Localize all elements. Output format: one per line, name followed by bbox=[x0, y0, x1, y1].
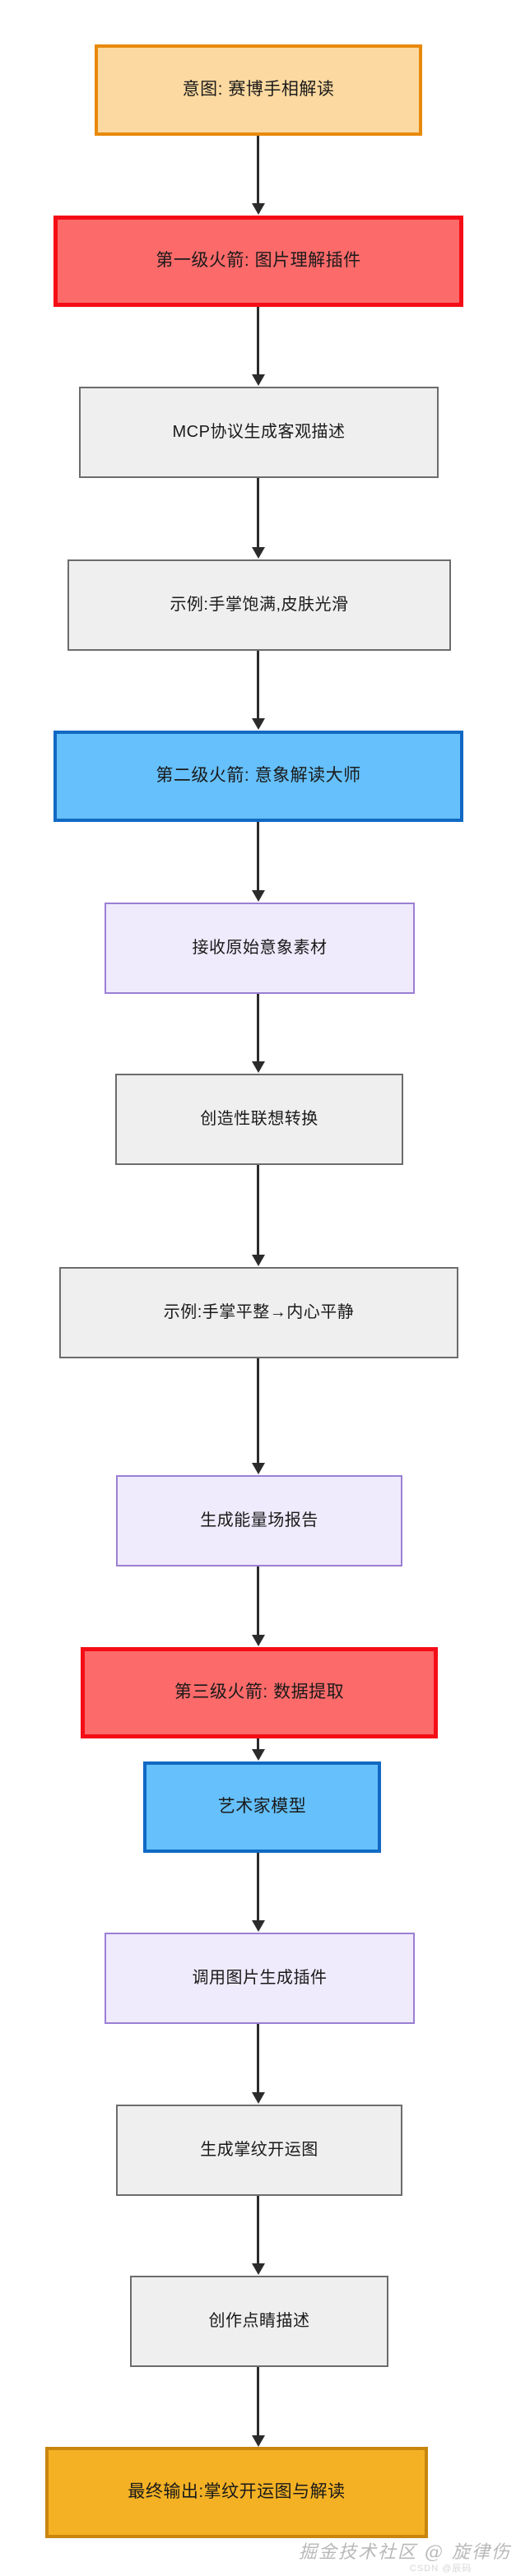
flow-edge-n9-n10 bbox=[257, 1566, 259, 1636]
flow-edge-n10-n11 bbox=[257, 1738, 259, 1750]
flow-arrowhead-n1-n2 bbox=[252, 203, 265, 215]
flow-node-example-full-palm[interactable]: 示例:手掌饱满,皮肤光滑 bbox=[67, 559, 451, 651]
flow-arrowhead-n9-n10 bbox=[252, 1635, 265, 1646]
flow-node-label: 艺术家模型 bbox=[217, 1797, 307, 1817]
watermark-primary: 掘金技术社区 @ 旋律伤 bbox=[299, 2542, 511, 2563]
flow-node-label: 第一级火箭: 图片理解插件 bbox=[156, 251, 361, 271]
flow-node-stage3-rocket[interactable]: 第三级火箭: 数据提取 bbox=[81, 1647, 438, 1738]
flow-edge-n1-n2 bbox=[257, 136, 259, 204]
flow-node-stage2-rocket[interactable]: 第二级火箭: 意象解读大师 bbox=[53, 731, 463, 822]
flow-edge-n13-n14 bbox=[257, 2196, 259, 2264]
flow-node-generate-palm-fortune-image[interactable]: 生成掌纹开运图 bbox=[116, 2105, 402, 2196]
flow-node-write-finishing-description[interactable]: 创作点睛描述 bbox=[130, 2276, 388, 2367]
flow-arrowhead-n4-n5 bbox=[252, 718, 265, 730]
watermark-secondary: CSDN @辰码 bbox=[410, 2564, 472, 2574]
flow-edge-n12-n13 bbox=[257, 2024, 259, 2093]
flow-edge-n8-n9 bbox=[257, 1358, 259, 1464]
flow-arrowhead-n10-n11 bbox=[252, 1749, 265, 1761]
flow-node-label: 创作点睛描述 bbox=[208, 2312, 310, 2330]
flow-node-stage1-rocket[interactable]: 第一级火箭: 图片理解插件 bbox=[53, 216, 463, 307]
flow-node-label: 示例:手掌平整→内心平静 bbox=[163, 1303, 355, 1321]
flow-arrowhead-n6-n7 bbox=[252, 1061, 265, 1073]
flow-node-label: 接收原始意象素材 bbox=[192, 939, 328, 957]
flow-arrowhead-n2-n3 bbox=[252, 374, 265, 386]
flow-arrowhead-n12-n13 bbox=[252, 2092, 265, 2104]
flow-edge-n7-n8 bbox=[257, 1165, 259, 1256]
flow-edge-n4-n5 bbox=[257, 651, 259, 719]
flow-arrowhead-n8-n9 bbox=[252, 1463, 265, 1474]
flow-edge-n14-n15 bbox=[257, 2367, 259, 2435]
flow-edge-n6-n7 bbox=[257, 994, 259, 1062]
flow-arrowhead-n5-n6 bbox=[252, 890, 265, 902]
flow-node-artist-model[interactable]: 艺术家模型 bbox=[143, 1761, 381, 1853]
flow-edge-n5-n6 bbox=[257, 822, 259, 891]
flow-arrowhead-n3-n4 bbox=[252, 547, 265, 559]
flow-node-label: 意图: 赛博手相解读 bbox=[182, 80, 335, 100]
flow-edge-n3-n4 bbox=[257, 478, 259, 548]
flow-node-example-flat-palm[interactable]: 示例:手掌平整→内心平静 bbox=[59, 1267, 458, 1358]
flow-node-energy-field-report[interactable]: 生成能量场报告 bbox=[116, 1475, 402, 1566]
flow-node-label: MCP协议生成客观描述 bbox=[172, 423, 346, 441]
flow-arrowhead-n13-n14 bbox=[252, 2263, 265, 2275]
flow-node-final-output[interactable]: 最终输出:掌纹开运图与解读 bbox=[45, 2447, 428, 2538]
flow-node-label: 示例:手掌饱满,皮肤光滑 bbox=[170, 596, 349, 614]
flow-edge-n11-n12 bbox=[257, 1853, 259, 1921]
flow-node-intent[interactable]: 意图: 赛博手相解读 bbox=[95, 44, 422, 136]
flow-node-mcp-objective-description[interactable]: MCP协议生成客观描述 bbox=[79, 387, 439, 478]
flow-node-label: 生成掌纹开运图 bbox=[200, 2141, 318, 2159]
flow-arrowhead-n14-n15 bbox=[252, 2435, 265, 2447]
flow-node-label: 生成能量场报告 bbox=[200, 1511, 318, 1529]
flow-arrowhead-n7-n8 bbox=[252, 1255, 265, 1266]
flow-arrowhead-n11-n12 bbox=[252, 1920, 265, 1932]
flow-node-label: 第三级火箭: 数据提取 bbox=[174, 1683, 345, 1702]
flow-node-label: 调用图片生成插件 bbox=[192, 1969, 328, 1987]
flow-node-label: 创造性联想转换 bbox=[200, 1110, 318, 1128]
flow-node-label: 最终输出:掌纹开运图与解读 bbox=[128, 2482, 346, 2502]
flow-node-label: 第二级火箭: 意象解读大师 bbox=[156, 766, 361, 786]
flow-node-creative-association[interactable]: 创造性联想转换 bbox=[115, 1074, 403, 1165]
flow-node-invoke-image-plugin[interactable]: 调用图片生成插件 bbox=[105, 1933, 415, 2024]
flow-node-receive-imagery[interactable]: 接收原始意象素材 bbox=[105, 903, 415, 994]
flow-edge-n2-n3 bbox=[257, 307, 259, 375]
